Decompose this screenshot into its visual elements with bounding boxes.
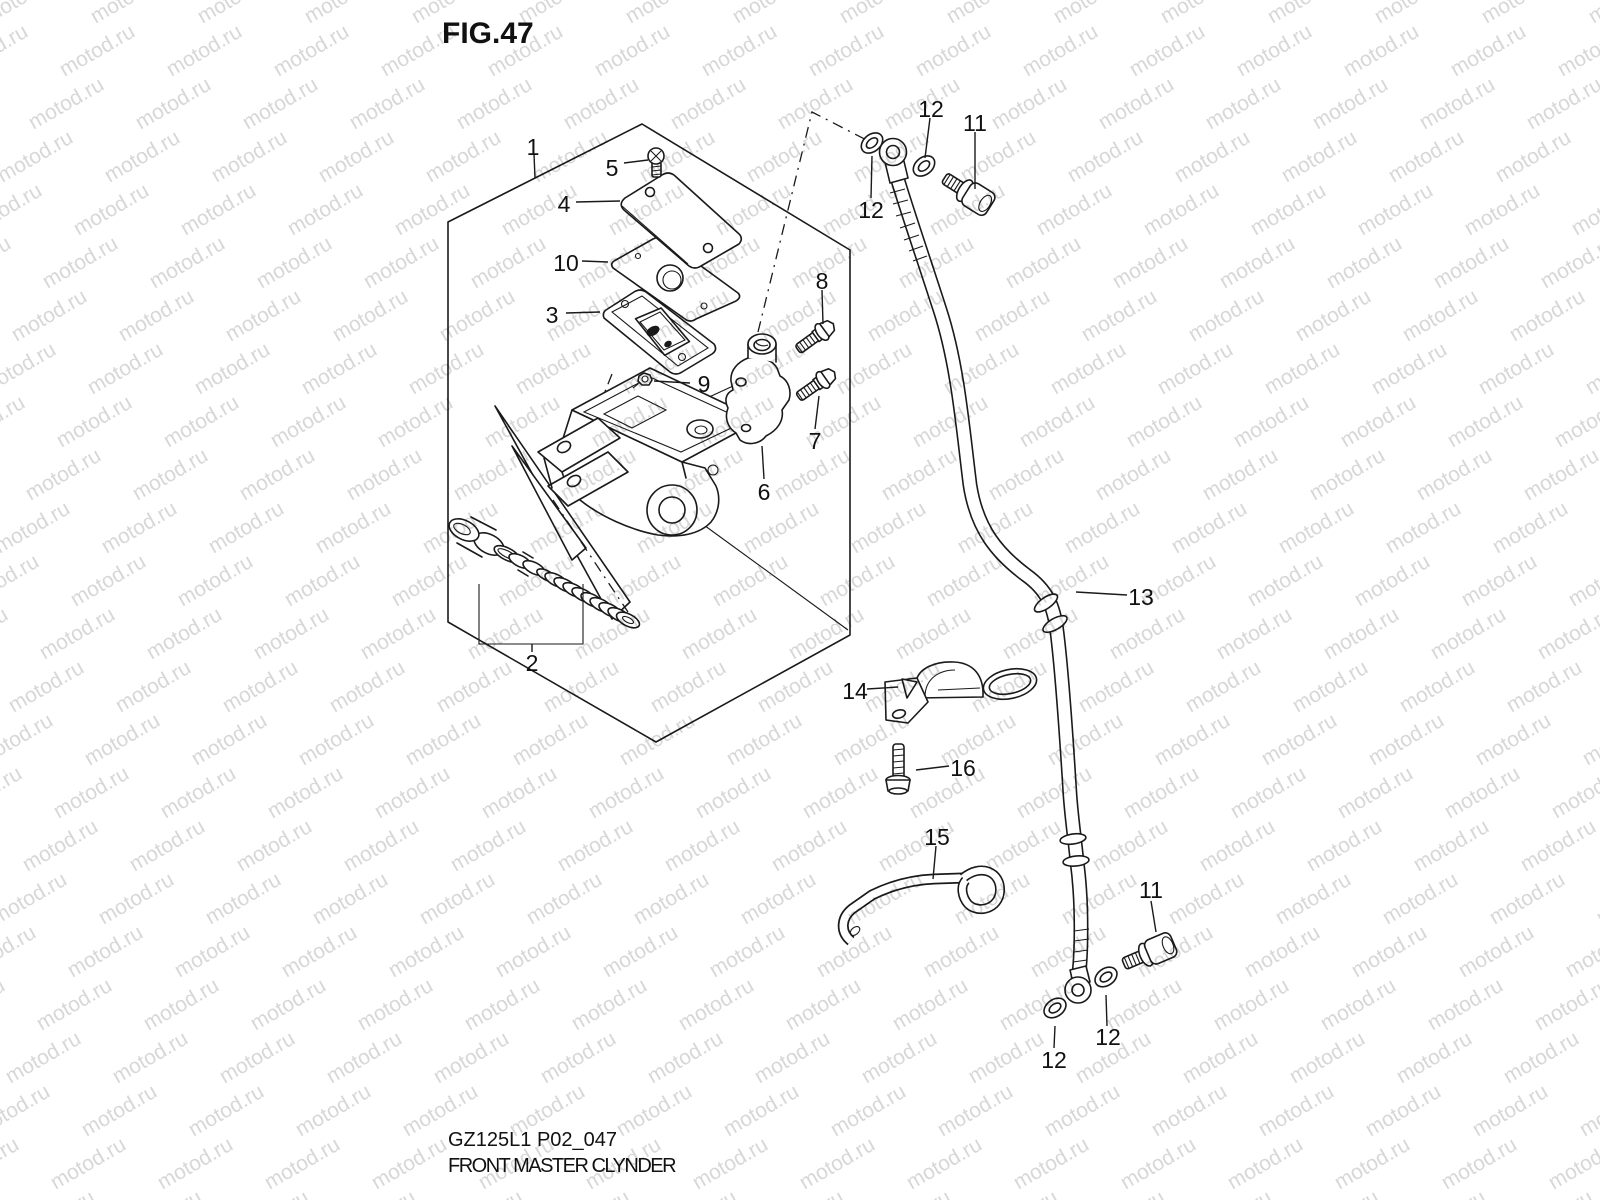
part-1-assembly-outline [447, 123, 851, 743]
part-label-15: 15 [924, 824, 950, 850]
part-label-10: 10 [553, 250, 579, 276]
part-label-12-left: 12 [858, 197, 884, 223]
part-15-hose-guide [837, 865, 1005, 946]
part-label-13: 13 [1128, 584, 1154, 610]
part-13-brake-hose [878, 137, 1092, 1004]
part-2-piston-kit [448, 516, 641, 652]
part-4-cap [620, 172, 743, 269]
figure-title: FIG.47 [442, 17, 534, 50]
part-14-hose-clamp [884, 661, 1038, 724]
part-11-banjo-bolt-top [941, 173, 996, 217]
part-11-banjo-bolt-bottom [1121, 932, 1178, 970]
part-labels: 1 5 4 10 3 9 8 7 6 2 12 11 12 13 14 16 1… [526, 96, 1163, 1073]
part-9-nut [632, 372, 653, 389]
part-label-12-top: 12 [918, 96, 944, 122]
part-label-14: 14 [842, 678, 868, 704]
part-5-screw [647, 147, 665, 178]
part-label-16: 16 [950, 755, 976, 781]
part-label-7: 7 [809, 428, 822, 454]
part-label-4: 4 [558, 191, 571, 217]
part-16-bolt [885, 743, 911, 795]
part-3-diaphragm [602, 289, 717, 375]
part-label-11-top: 11 [963, 110, 987, 136]
master-cylinder-body [537, 367, 761, 537]
part-12-washers [860, 132, 1118, 1019]
part-label-6: 6 [758, 479, 771, 505]
part-label-11-bottom: 11 [1139, 877, 1163, 903]
part-label-9: 9 [698, 371, 711, 397]
part-label-8: 8 [816, 268, 829, 294]
part-10-plate [610, 236, 741, 322]
part-label-5: 5 [606, 155, 619, 181]
part-label-12-bottom-left: 12 [1041, 1047, 1067, 1073]
part-label-12-bottom-right: 12 [1095, 1024, 1121, 1050]
leader-lines [533, 117, 1157, 1049]
part-label-2: 2 [526, 650, 539, 676]
footer-figure-name: FRONT MASTER CLYNDER [448, 1155, 676, 1177]
footer-model-code: GZ125L1 P02_047 [448, 1129, 617, 1151]
part-6-clamp-holder [725, 333, 791, 445]
part-label-3: 3 [546, 302, 559, 328]
part-7-bolt [795, 367, 837, 401]
part-label-1: 1 [527, 134, 540, 160]
part-8-bolt [795, 319, 836, 354]
hose-wrap-top [889, 188, 928, 262]
